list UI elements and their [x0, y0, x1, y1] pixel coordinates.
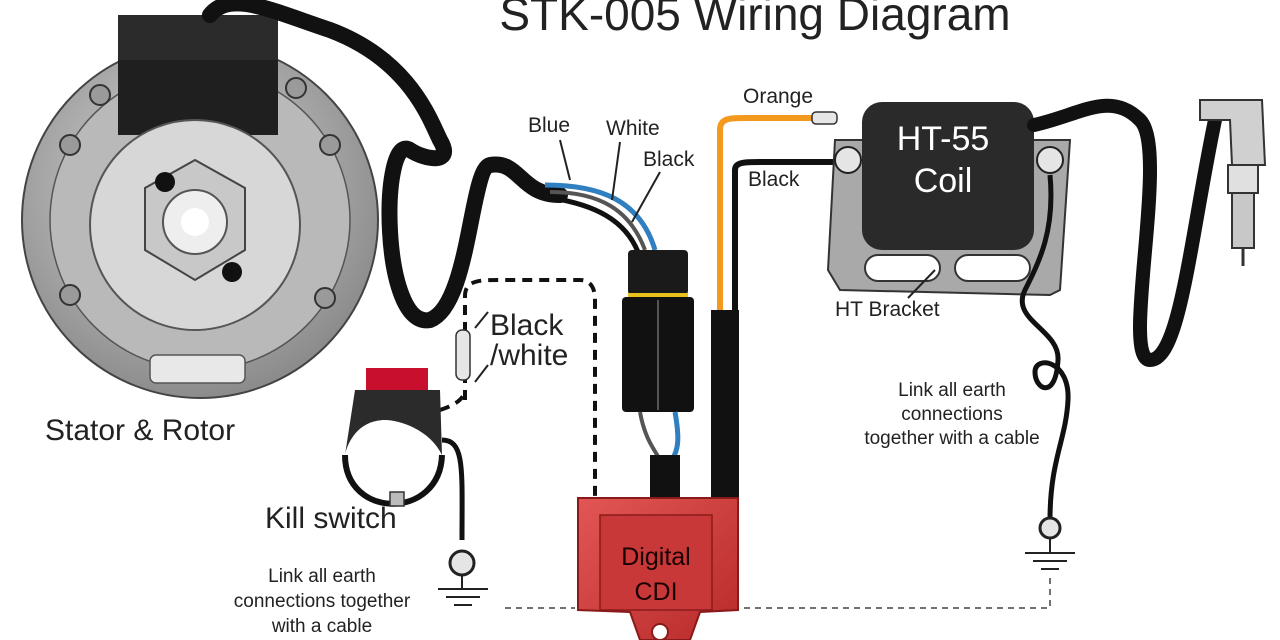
ring-terminal-icon	[1038, 516, 1062, 552]
label-black-stator: Black	[643, 148, 695, 171]
label-black-white-1: Black	[490, 309, 564, 342]
black-white-wire	[463, 278, 597, 505]
diagram-title: STK-005 Wiring Diagram	[499, 0, 1010, 40]
spark-plug-icon	[1199, 99, 1267, 266]
label-black-white-2: /white	[490, 339, 568, 372]
earth-note-right-3: together with a cable	[864, 428, 1039, 449]
digital-cdi	[577, 497, 739, 640]
ht-bracket-label: HT Bracket	[835, 298, 940, 321]
cdi-label-2: CDI	[634, 578, 677, 606]
label-orange: Orange	[743, 85, 813, 108]
stator-label: Stator & Rotor	[45, 414, 235, 447]
black-wire	[551, 195, 641, 253]
ht-coil	[862, 102, 1034, 250]
label-blue: Blue	[528, 114, 570, 137]
label-white: White	[606, 117, 660, 140]
earth-note-right-1: Link all earth	[898, 380, 1006, 401]
earth-note-left-2: connections together	[234, 591, 411, 612]
black-coil-wire	[732, 159, 835, 312]
earth-note-left-1: Link all earth	[268, 566, 376, 587]
right-earth-lead	[1019, 174, 1071, 521]
stator-harness	[202, 0, 568, 329]
label-black-coil: Black	[748, 168, 800, 191]
earth-note-left-3: with a cable	[271, 616, 372, 637]
white-wire	[549, 190, 647, 251]
earth-note-right-2: connections	[901, 404, 1002, 425]
orange-wire	[717, 115, 812, 312]
coil-label-1: HT-55	[897, 120, 990, 158]
ht-lead	[1027, 98, 1222, 368]
stator-rotor	[21, 15, 379, 399]
connector	[622, 250, 694, 412]
ring-terminal-icon	[448, 549, 476, 588]
cdi-label-1: Digital	[621, 543, 690, 571]
earth-link-line	[505, 578, 1051, 609]
kill-switch-label: Kill switch	[265, 502, 397, 535]
ground-icon	[438, 588, 488, 606]
ground-icon	[1025, 552, 1075, 570]
kill-switch	[342, 368, 445, 507]
coil-label-2: Coil	[914, 162, 973, 200]
blue-wire	[544, 182, 658, 251]
